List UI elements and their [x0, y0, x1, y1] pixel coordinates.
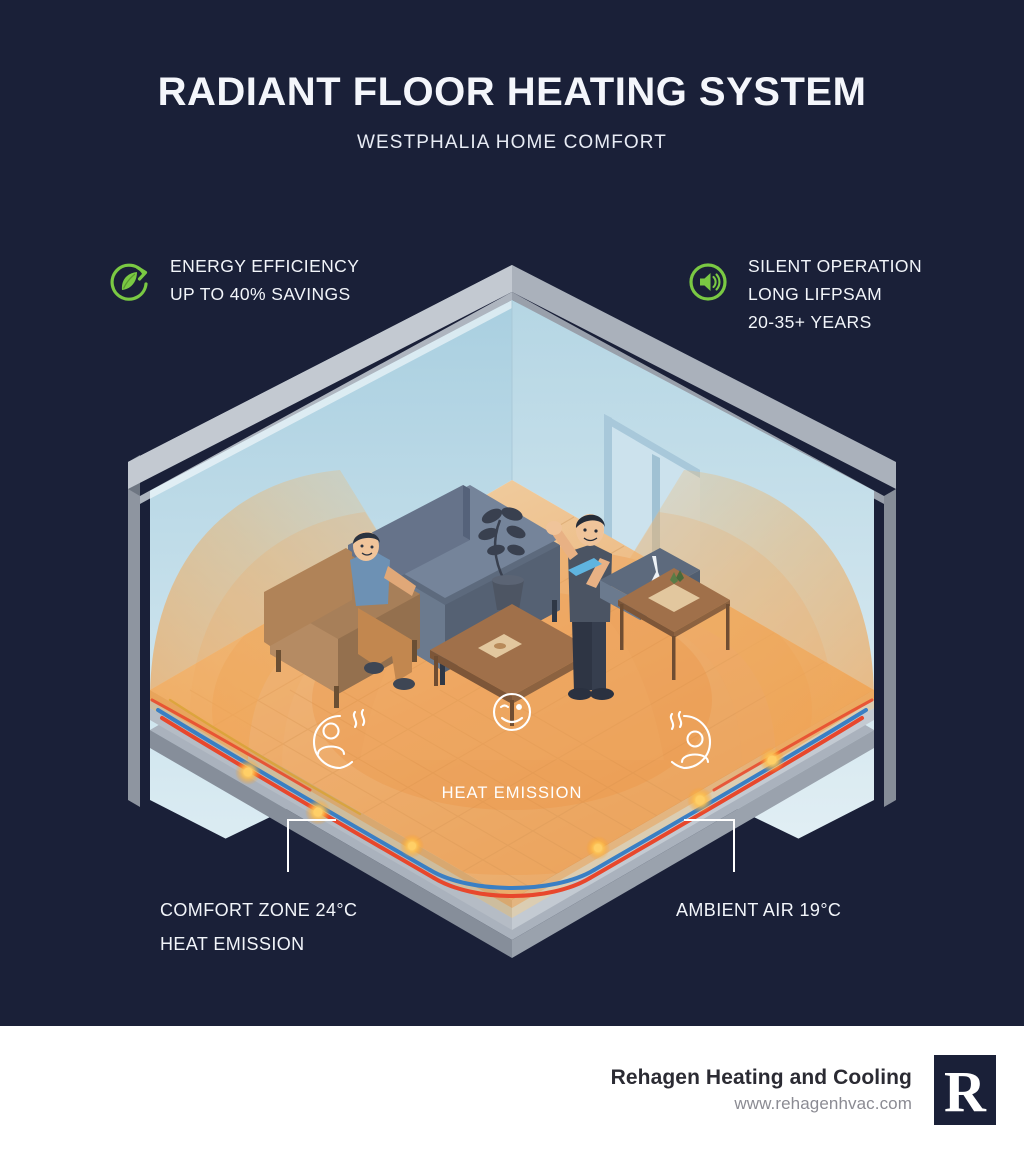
callout-line: COMFORT ZONE 24°C — [160, 900, 358, 920]
callout-leader-lines — [287, 819, 735, 872]
callout-line: HEAT EMISSION — [160, 934, 305, 954]
feature-silent-operation: SILENT OPERATION LONG LIFPSAM 20-35+ YEA… — [684, 256, 922, 333]
potted-plant — [478, 507, 526, 610]
footer-text: Rehagen Heating and Cooling www.rehagenh… — [611, 1066, 912, 1114]
feature-line: SILENT OPERATION — [748, 256, 922, 276]
company-website: www.rehagenhvac.com — [734, 1094, 912, 1113]
leaf-recycle-icon — [110, 263, 148, 301]
heat-emission-floor-label: HEAT EMISSION — [442, 784, 583, 802]
feature-line: UP TO 40% SAVINGS — [170, 284, 351, 304]
underfloor-pipes — [150, 698, 874, 898]
callout-line: AMBIENT AIR 19°C — [676, 900, 842, 920]
person-seated — [350, 531, 416, 690]
feature-energy-efficiency: ENERGY EFFICIENCY UP TO 40% SAVINGS — [106, 256, 359, 306]
pipe-heat-nodes — [235, 747, 785, 860]
company-name: Rehagen Heating and Cooling — [610, 1066, 912, 1089]
ambient-air-callout: AMBIENT AIR 19°C — [676, 900, 841, 921]
logo-letter: R — [944, 1059, 987, 1124]
speaker-sound-icon — [689, 263, 727, 301]
header: RADIANT FLOOR HEATING SYSTEM WESTPHALIA … — [0, 70, 1024, 154]
isometric-room-illustration: HEAT EMISSION — [128, 265, 896, 958]
person-warm-left-icon — [312, 708, 366, 770]
feature-energy-efficiency-text: ENERGY EFFICIENCY UP TO 40% SAVINGS — [170, 256, 359, 305]
feature-silent-operation-text: SILENT OPERATION LONG LIFPSAM 20-35+ YEA… — [748, 256, 922, 333]
person-standing — [546, 514, 614, 700]
feature-line: 20-35+ YEARS — [748, 312, 872, 332]
feature-line: ENERGY EFFICIENCY — [170, 256, 360, 276]
person-warm-right-icon — [669, 710, 712, 770]
page-subtitle: WESTPHALIA HOME COMFORT — [357, 132, 667, 153]
feature-line: LONG LIFPSAM — [748, 284, 883, 304]
comfort-zone-callout: COMFORT ZONE 24°C HEAT EMISSION — [160, 900, 357, 955]
side-table — [618, 568, 730, 680]
smiley-wink-icon — [492, 692, 532, 732]
rehagen-logo: R — [934, 1055, 996, 1125]
footer: Rehagen Heating and Cooling www.rehagenh… — [0, 1026, 1024, 1154]
page-title: RADIANT FLOOR HEATING SYSTEM — [157, 70, 867, 114]
